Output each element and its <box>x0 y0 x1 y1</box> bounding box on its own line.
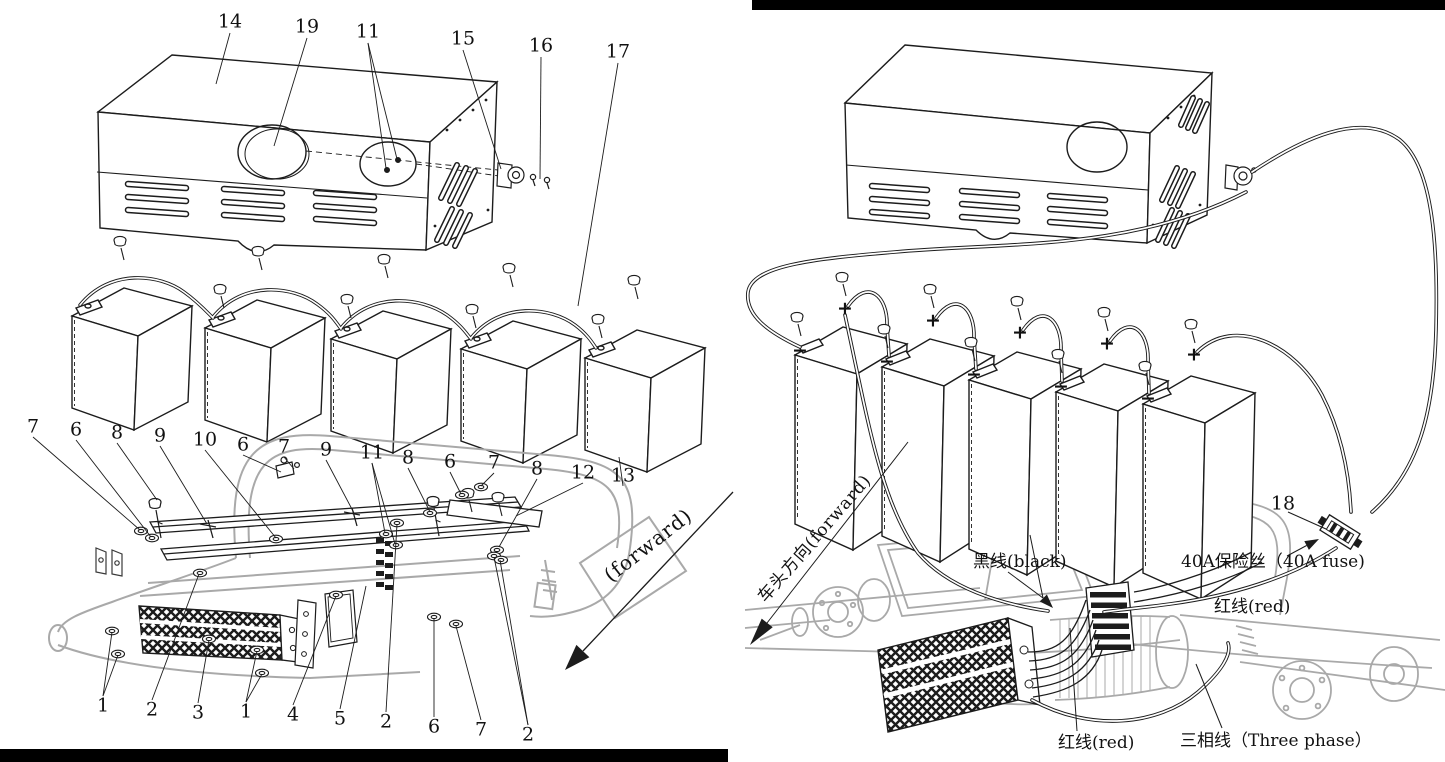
callout-9: 9 <box>319 438 333 461</box>
terminal-+: + <box>1099 332 1115 355</box>
red-wire-label-upper: 红线(red) <box>1214 597 1291 617</box>
callout-8: 8 <box>530 457 544 480</box>
callout-10: 10 <box>192 428 218 451</box>
callout-2: 2 <box>379 710 393 733</box>
callout-6: 6 <box>236 433 250 456</box>
terminal-−: − <box>792 339 808 362</box>
red-wire-label-lower: 红线(red) <box>1058 733 1135 753</box>
battery-mount-rails <box>148 496 543 561</box>
left-exploded-view <box>32 32 734 726</box>
terminal-−: − <box>966 363 982 386</box>
connector-block-left <box>324 589 358 648</box>
callout-12: 12 <box>570 461 596 484</box>
terminal-+: + <box>837 297 853 320</box>
callout-18: 18 <box>1270 492 1296 515</box>
black-wire-arrowhead <box>1039 594 1053 608</box>
terminal-−: − <box>1140 387 1156 410</box>
cover-connector-right <box>1224 164 1257 191</box>
callout-2: 2 <box>145 698 159 721</box>
battery-jumper-cables-left-core <box>79 277 597 349</box>
callout-14: 14 <box>217 10 243 33</box>
callout-17: 17 <box>605 40 631 63</box>
callout-13: 13 <box>610 464 636 487</box>
callout-11: 11 <box>359 441 385 464</box>
callout-5: 5 <box>333 707 347 730</box>
callout-8: 8 <box>401 446 415 469</box>
callout-6: 6 <box>427 715 441 738</box>
callout-15: 15 <box>450 27 476 50</box>
callout-11: 11 <box>355 20 381 43</box>
hold-down-clamp <box>275 456 301 479</box>
callout-16: 16 <box>528 34 554 57</box>
callout-2: 2 <box>521 723 535 746</box>
chassis-frame-left <box>48 434 634 680</box>
connector-block-right <box>1085 581 1135 658</box>
callout-1: 1 <box>239 700 253 723</box>
key-switch-part <box>496 162 551 190</box>
terminal-+: + <box>925 309 941 332</box>
terminal-strip-left <box>376 538 393 590</box>
callout-3: 3 <box>191 701 205 724</box>
right-wiring-view <box>744 44 1445 733</box>
controller-left <box>138 599 317 669</box>
callout-9: 9 <box>153 424 167 447</box>
leaders-right <box>766 441 1327 732</box>
callout-7: 7 <box>277 435 291 458</box>
callout-7: 7 <box>26 415 40 438</box>
controller-right <box>877 617 1041 733</box>
terminal-−: − <box>1053 375 1069 398</box>
bottom-left-black-bar <box>0 749 728 762</box>
leader-lines-left <box>32 32 624 726</box>
callout-6: 6 <box>443 450 457 473</box>
frame-brackets <box>95 547 123 577</box>
forward-arrowhead-right <box>750 618 773 645</box>
terminal-+: + <box>1012 321 1028 344</box>
black-wire-label: 黑线(black) <box>973 552 1067 572</box>
cables-right-core <box>747 126 1438 722</box>
forward-arrow-left <box>565 491 734 670</box>
callout-6: 6 <box>69 418 83 441</box>
fuse-arrowhead <box>1304 539 1319 550</box>
callout-19: 19 <box>294 15 320 38</box>
fuse-40a <box>1317 513 1363 551</box>
terminal-−: − <box>879 350 895 373</box>
callout-1: 1 <box>96 694 110 717</box>
wire-bundle <box>1027 551 1263 698</box>
fuse-label: 40A保险丝（40A fuse) <box>1181 552 1365 572</box>
callout-7: 7 <box>487 451 501 474</box>
three-phase-label: 三相线（Three phase） <box>1180 731 1372 751</box>
battery-cover-left <box>96 54 500 253</box>
callout-4: 4 <box>286 703 300 726</box>
callout-8: 8 <box>110 421 124 444</box>
top-right-black-bar <box>752 0 1445 10</box>
terminal-+: + <box>1186 343 1202 366</box>
callout-7: 7 <box>474 718 488 741</box>
battery-row-left <box>71 287 706 473</box>
